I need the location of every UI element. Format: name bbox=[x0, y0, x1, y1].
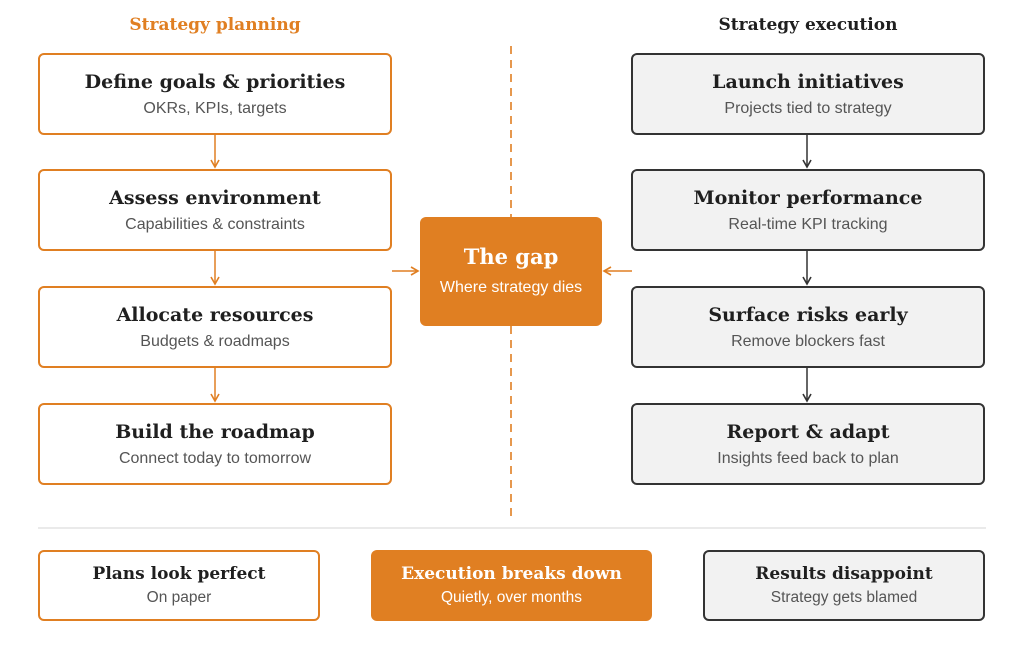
step-title: Build the roadmap bbox=[115, 420, 315, 443]
step-subtitle: Projects tied to strategy bbox=[724, 99, 892, 117]
step-subtitle: Insights feed back to plan bbox=[717, 449, 899, 467]
execution-title: Strategy execution bbox=[718, 15, 898, 35]
outcome-title: Results disappoint bbox=[755, 564, 933, 584]
step-title: Assess environment bbox=[109, 186, 321, 209]
gap-box: The gap Where strategy dies bbox=[420, 217, 602, 326]
step-subtitle: Real-time KPI tracking bbox=[728, 215, 888, 233]
planning-step-define-goals: Define goals & priorities OKRs, KPIs, ta… bbox=[38, 53, 392, 135]
outcome-title: Plans look perfect bbox=[92, 564, 266, 584]
step-subtitle: Connect today to tomorrow bbox=[118, 449, 312, 467]
step-subtitle: OKRs, KPIs, targets bbox=[143, 99, 287, 117]
outcome-results-disappoint: Results disappoint Strategy gets blamed bbox=[703, 550, 985, 621]
step-title: Surface risks early bbox=[708, 303, 908, 326]
execution-step-launch-initiatives: Launch initiatives Projects tied to stra… bbox=[631, 53, 985, 135]
execution-step-monitor-performance: Monitor performance Real-time KPI tracki… bbox=[631, 169, 985, 251]
outcome-execution-breaks-down: Execution breaks down Quietly, over mont… bbox=[371, 550, 652, 621]
outcome-title: Execution breaks down bbox=[401, 564, 622, 584]
step-title: Allocate resources bbox=[116, 303, 314, 326]
step-title: Report & adapt bbox=[726, 420, 890, 443]
planning-step-allocate-resources: Allocate resources Budgets & roadmaps bbox=[38, 286, 392, 368]
step-subtitle: Budgets & roadmaps bbox=[140, 332, 290, 350]
step-subtitle: Capabilities & constraints bbox=[125, 215, 305, 233]
execution-step-report-adapt: Report & adapt Insights feed back to pla… bbox=[631, 403, 985, 485]
outcome-subtitle: Strategy gets blamed bbox=[770, 589, 918, 606]
step-subtitle: Remove blockers fast bbox=[731, 332, 885, 350]
outcome-subtitle: Quietly, over months bbox=[441, 589, 582, 606]
step-title: Monitor performance bbox=[693, 186, 923, 209]
step-title: Launch initiatives bbox=[712, 70, 904, 93]
planning-step-assess-environment: Assess environment Capabilities & constr… bbox=[38, 169, 392, 251]
planning-title: Strategy planning bbox=[129, 15, 301, 35]
execution-step-surface-risks: Surface risks early Remove blockers fast bbox=[631, 286, 985, 368]
step-title: Define goals & priorities bbox=[84, 70, 346, 93]
outcome-plans-look-perfect: Plans look perfect On paper bbox=[38, 550, 320, 621]
outcome-subtitle: On paper bbox=[146, 589, 212, 606]
planning-step-build-roadmap: Build the roadmap Connect today to tomor… bbox=[38, 403, 392, 485]
gap-title: The gap bbox=[463, 244, 559, 269]
gap-subtitle: Where strategy dies bbox=[439, 279, 583, 296]
